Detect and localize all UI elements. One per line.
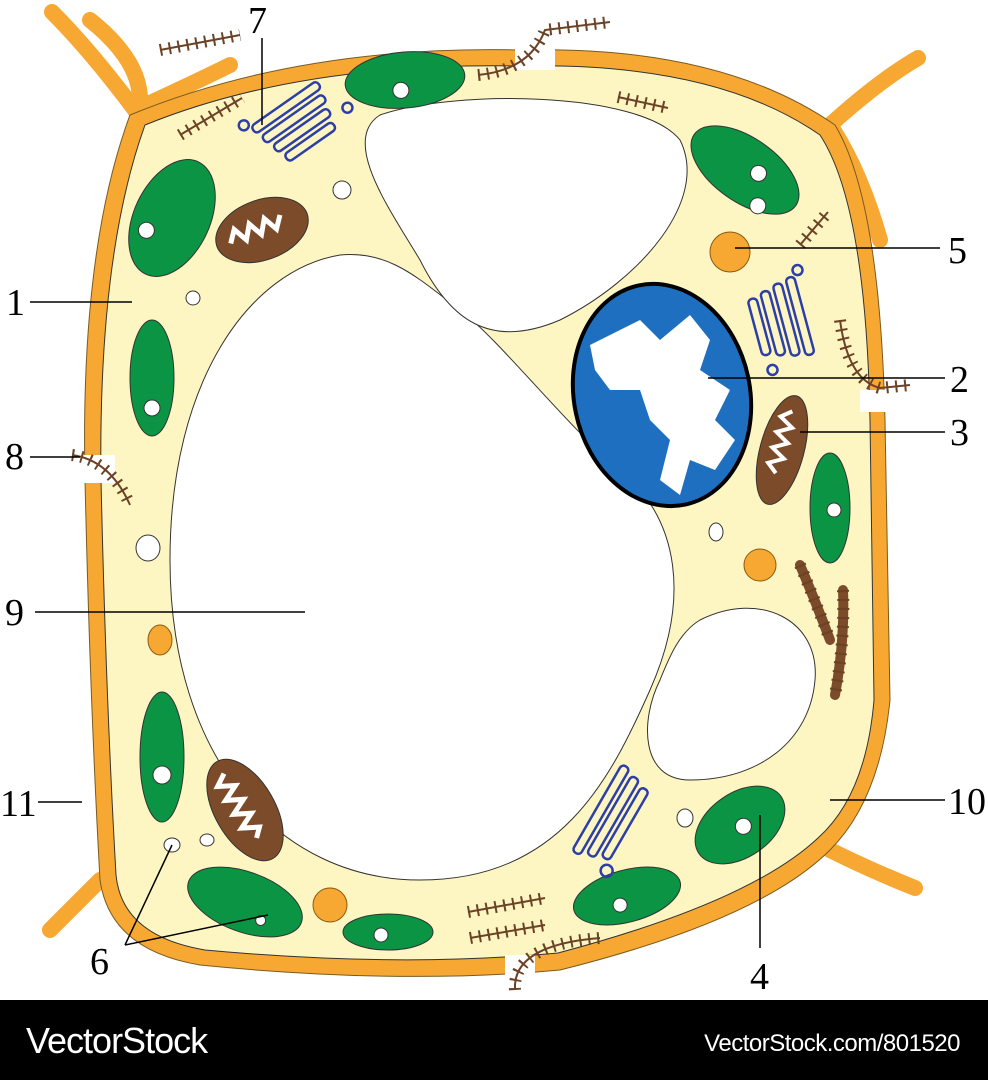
image-url: VectorStock.com/801520 [704, 1030, 960, 1057]
label-1: 1 [6, 282, 25, 324]
central-vacuole [169, 253, 675, 881]
vacuole-lower [647, 607, 816, 781]
watermark-footer: VectorStock VectorStock.com/801520 [0, 1000, 988, 1080]
brand-logo: VectorStock [26, 1020, 208, 1061]
label-3: 3 [950, 412, 969, 454]
vacuole-upper [364, 98, 688, 333]
label-5: 5 [948, 230, 967, 272]
label-7: 7 [248, 0, 267, 42]
plant-cell-diagram [30, 4, 945, 991]
label-2: 2 [950, 359, 969, 401]
chromatin [590, 315, 735, 495]
golgi-apparatus [237, 80, 816, 879]
label-10: 10 [948, 781, 986, 823]
lipid-droplets [147, 231, 777, 923]
label-9: 9 [5, 592, 24, 634]
nucleus [570, 281, 754, 509]
leader-lines [30, 38, 945, 948]
chloroplasts [128, 51, 851, 951]
endoplasmic-reticulum [70, 16, 911, 991]
label-6: 6 [90, 941, 109, 983]
label-11: 11 [0, 783, 37, 825]
label-4: 4 [750, 956, 769, 998]
vesicles [135, 180, 724, 853]
label-8: 8 [5, 436, 24, 478]
